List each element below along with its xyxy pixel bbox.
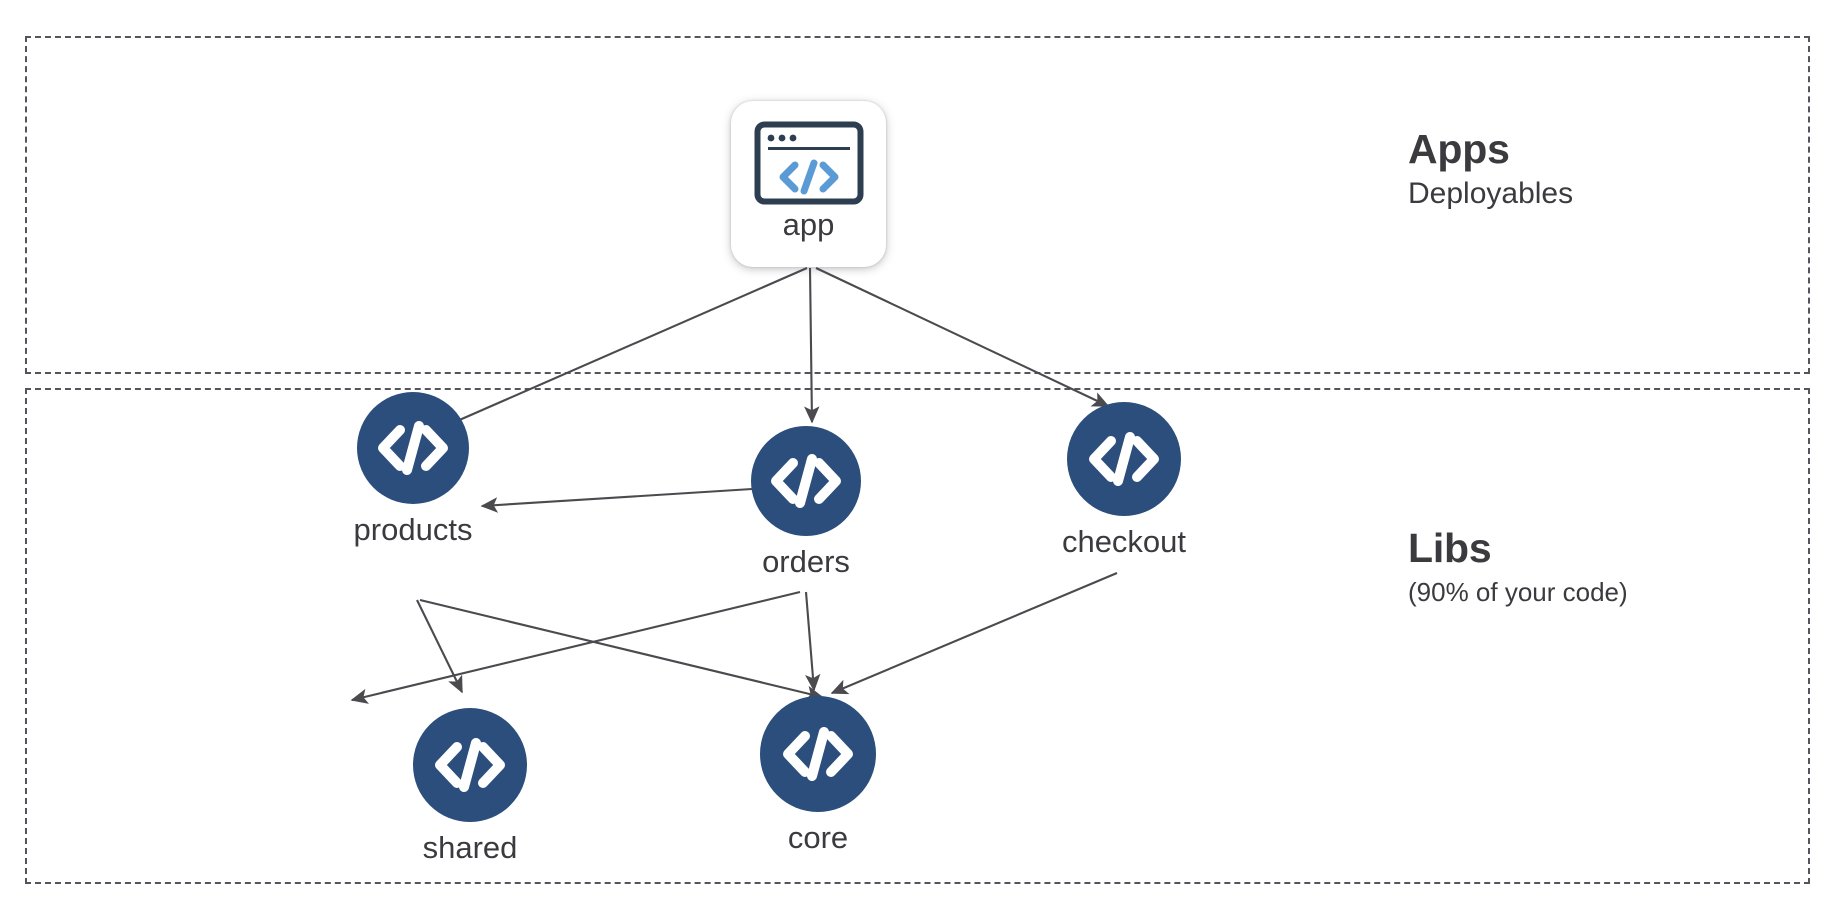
panel-libs-subtitle: (90% of your code) <box>1408 577 1628 608</box>
panel-libs <box>25 388 1810 884</box>
code-brackets-icon <box>413 708 527 822</box>
browser-code-icon <box>754 121 864 205</box>
node-core-label: core <box>787 820 849 855</box>
panel-apps-title: Apps <box>1408 126 1510 172</box>
node-products-label: products <box>353 512 473 547</box>
node-shared-label: shared <box>422 830 518 865</box>
panel-libs-caption: Libs (90% of your code) <box>1408 525 1628 609</box>
node-orders-label: orders <box>762 544 850 579</box>
node-checkout-label: checkout <box>1061 524 1187 559</box>
code-brackets-icon <box>1067 402 1181 516</box>
node-app-label: app <box>782 207 835 242</box>
code-brackets-icon <box>357 392 469 504</box>
code-brackets-icon <box>751 426 861 536</box>
panel-libs-title: Libs <box>1408 525 1492 571</box>
node-app[interactable]: app <box>731 101 886 267</box>
panel-apps-caption: Apps Deployables <box>1408 126 1574 213</box>
code-brackets-icon <box>760 696 876 812</box>
panel-apps-subtitle: Deployables <box>1408 177 1574 211</box>
